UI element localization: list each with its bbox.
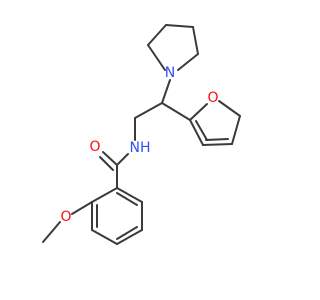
bond [165,24,194,28]
atom-oxygen-furan: O [207,90,218,106]
bond [42,221,61,243]
bond [91,229,118,245]
bond [189,103,208,121]
bond [134,102,163,119]
bond [202,143,233,146]
bond [161,79,171,104]
bond [218,100,241,117]
atom-labels: N O NH O O [60,65,218,225]
bond [91,187,118,203]
bond [195,120,208,141]
bond [231,115,241,145]
bond [116,153,129,166]
bonds [42,24,241,245]
atom-nitrogen-amide: NH [130,140,151,156]
atom-oxygen-methoxy: O [60,209,71,225]
bond [177,53,199,71]
bond [147,44,166,71]
bond [116,229,143,245]
bond [161,102,191,121]
bond [116,192,138,206]
atom-oxygen-carbonyl: O [89,139,100,155]
bond [116,226,138,240]
bond [147,24,167,46]
molecule-structure: N O NH O O [42,24,241,245]
bond [189,119,204,146]
atom-nitrogen-pyrrolidine: N [165,65,175,81]
bond [99,156,114,171]
bond [71,201,93,215]
bond [116,187,143,203]
bond [192,26,199,55]
bond [205,138,229,141]
bond [102,151,118,166]
